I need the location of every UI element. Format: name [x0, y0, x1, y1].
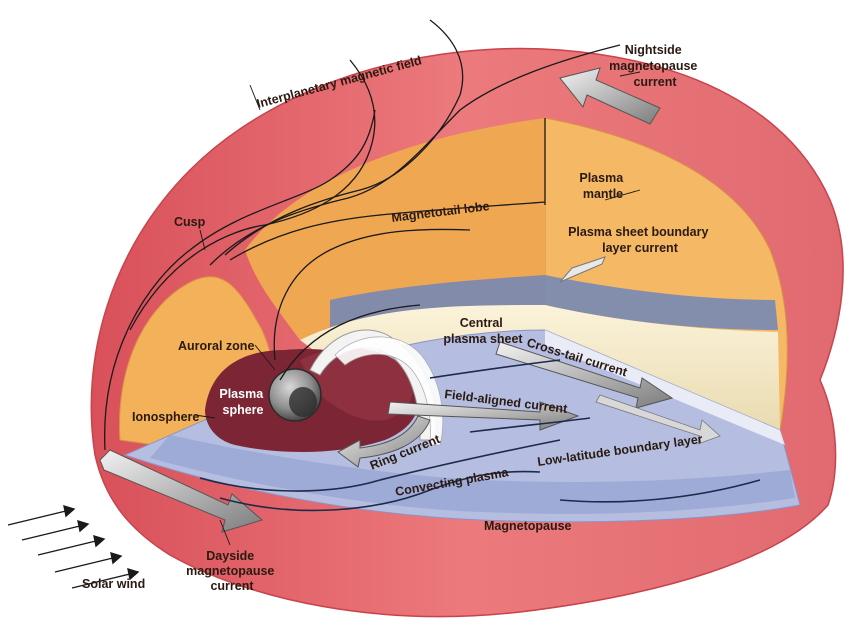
solar-wind-arrows	[7, 504, 140, 589]
dayside-current-label: Dayside magnetopause current	[186, 549, 278, 593]
plasmasphere-inner	[300, 348, 414, 421]
sheet-arrow	[595, 394, 721, 445]
leader-lines	[194, 71, 641, 546]
floor-shading	[150, 435, 795, 514]
dayside-current-arrow	[99, 449, 264, 533]
nightside-current-label: Nightside magnetopause current	[609, 43, 701, 89]
magnetotail-field-lines	[229, 118, 546, 381]
earth-shadow	[289, 387, 317, 417]
plasma-mantle-label: Plasma mantle	[579, 171, 626, 201]
psbl-current-arrow	[559, 256, 606, 283]
field-aligned-current-arrow	[387, 401, 580, 431]
central-plasma-sheet-label: Central plasma sheet	[443, 316, 523, 346]
cusp-label: Cusp	[174, 215, 206, 229]
imf-field-lines	[104, 19, 621, 451]
low-latitude-boundary-strip	[545, 330, 785, 445]
ring-current-arrow	[337, 415, 431, 468]
plasma-sphere-label: Plasma sphere	[219, 387, 266, 417]
solar-wind-label: Solar wind	[82, 577, 145, 591]
auroral-zone-label: Auroral zone	[178, 339, 254, 353]
nightside-current-arrow	[559, 67, 661, 125]
psbl-current-label: Plasma sheet boundary layer current	[568, 225, 712, 255]
plasma-sheet-cream-band	[300, 305, 780, 430]
field-aligned-current-band-2	[334, 336, 444, 446]
plasma-sheet-blue-band	[330, 275, 778, 330]
cross-tail-current-arrow	[495, 341, 674, 409]
ionosphere-label: Ionosphere	[132, 410, 199, 424]
convecting-plasma-flows	[199, 359, 761, 512]
magnetopause-label: Magnetopause	[484, 519, 572, 533]
